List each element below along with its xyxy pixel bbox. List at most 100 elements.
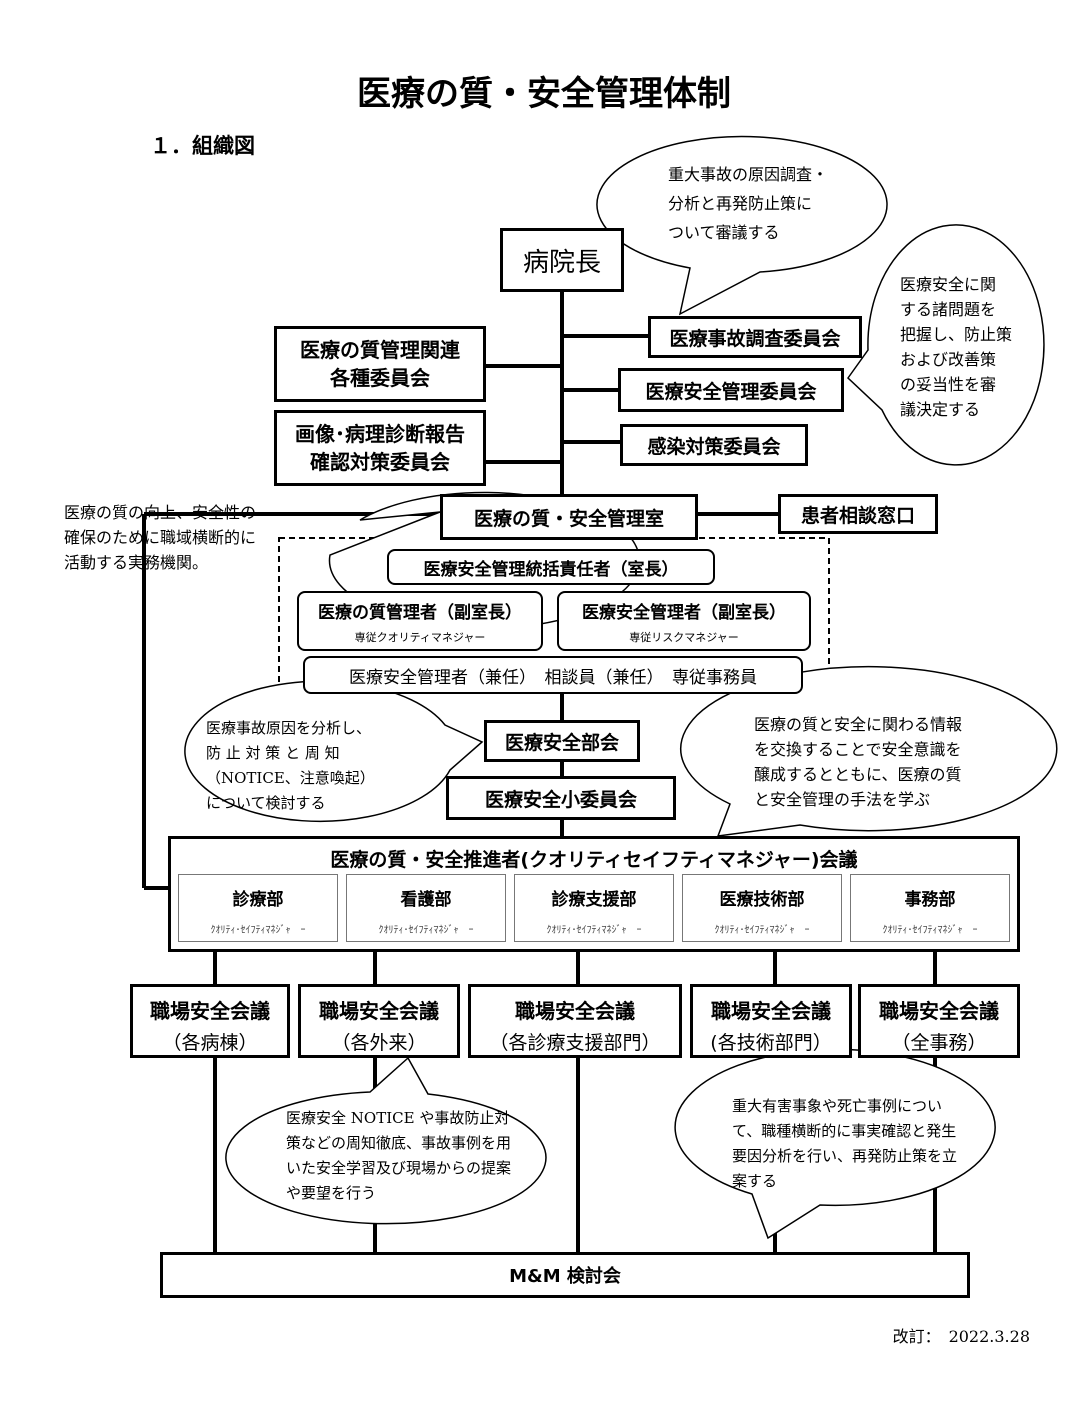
department-technology-sub: ｸｵﾘﾃｨ･ｾｲﾌﾃｨﾏﾈｼﾞｬ ｰ	[714, 925, 810, 936]
section-heading: １．組織図	[150, 134, 255, 158]
department-administration: 事務部 ｸｵﾘﾃｨ･ｾｲﾌﾃｨﾏﾈｼﾞｬ ｰ	[850, 874, 1010, 942]
imaging-committee-line1: 画像･病理診断報告	[295, 422, 465, 446]
workplace-meeting-outpatient: 職場安全会議 （各外来）	[298, 984, 460, 1058]
department-nursing: 看護部 ｸｵﾘﾃｨ･ｾｲﾌﾃｨﾏﾈｼﾞｬ ｰ	[346, 874, 506, 942]
bubble-line: 把握し、防止策	[900, 325, 1013, 344]
safety-manager-box: 医療安全管理者（副室長） 専従リスクマネジャー	[557, 591, 811, 651]
bubble-line: 医療の質と安全に関わる情報	[754, 715, 963, 734]
bubble-line: いた安全学習及び現場からの提案	[286, 1159, 512, 1177]
bubble-line: する諸問題を	[900, 300, 997, 319]
workplace-meeting-sub: （各病棟）	[162, 1032, 258, 1054]
safety-division-box: 医療安全部会	[484, 720, 640, 762]
quality-manager-box: 医療の質管理者（副室長） 専従クオリティマネジャー	[297, 591, 543, 651]
quality-committees-box: 医療の質管理関連 各種委員会	[274, 326, 486, 402]
department-technology-name: 医療技術部	[719, 890, 805, 910]
bubble-division-text: 医療事故原因を分析し、 防 止 対 策 と 周 知 （NOTICE、注意喚起） …	[206, 716, 406, 816]
department-nursing-sub: ｸｵﾘﾃｨ･ｾｲﾌﾃｨﾏﾈｼﾞｬ ｰ	[378, 925, 474, 936]
bubble-line: について検討する	[206, 794, 326, 812]
hospital-director-box: 病院長	[500, 228, 624, 292]
bubble-line: 確保のために職域横断的に	[64, 528, 257, 547]
bubble-line: 要因分析を行い、再発防止策を立	[732, 1147, 958, 1165]
other-staff-label: 医療安全管理者（兼任） 相談員（兼任） 専従事務員	[349, 667, 757, 688]
bubble-safety-committee-shape	[847, 224, 1045, 466]
patient-consultation-label: 患者相談窓口	[800, 504, 915, 527]
bubble-line: の妥当性を審	[900, 375, 997, 394]
safety-subcommittee-box: 医療安全小委員会	[446, 776, 676, 820]
department-technology: 医療技術部 ｸｵﾘﾃｨ･ｾｲﾌﾃｨﾏﾈｼﾞｬ ｰ	[682, 874, 842, 942]
infection-committee-label: 感染対策委員会	[647, 435, 781, 458]
bubble-line: 重大有害事象や死亡事例につい	[732, 1097, 943, 1115]
bubble-accident-shape	[596, 135, 888, 316]
quality-manager-sub: 専従クオリティマネジャー	[354, 630, 486, 644]
patient-consultation-box: 患者相談窓口	[778, 494, 938, 534]
department-administration-sub: ｸｵﾘﾃｨ･ｾｲﾌﾃｨﾏﾈｼﾞｬ ｰ	[882, 925, 978, 936]
imaging-committee-line2: 確認対策委員会	[310, 450, 450, 474]
bubble-line: 防 止 対 策 と 周 知	[206, 744, 340, 762]
bubble-line: 医療事故原因を分析し、	[206, 719, 372, 737]
quality-committees-line1: 医療の質管理関連	[300, 338, 460, 362]
safety-management-committee-label: 医療安全管理委員会	[645, 380, 817, 403]
bubble-line: 分析と再発防止策に	[668, 194, 813, 213]
safety-manager-label: 医療安全管理者（副室長）	[582, 602, 786, 623]
workplace-meeting-wards: 職場安全会議 （各病棟）	[130, 984, 290, 1058]
bubble-promoter-shape	[680, 665, 1058, 837]
department-administration-name: 事務部	[904, 890, 956, 910]
workplace-meeting-sub: （全事務）	[891, 1032, 987, 1054]
bubble-line: と安全管理の手法を学ぶ	[754, 790, 931, 809]
department-support: 診療支援部 ｸｵﾘﾃｨ･ｾｲﾌﾃｨﾏﾈｼﾞｬ ｰ	[514, 874, 674, 942]
workplace-meeting-technology: 職場安全会議 (各技術部門）	[690, 984, 852, 1058]
bubble-safety-committee-text: 医療安全に関 する諸問題を 把握し、防止策 および改善策 の妥当性を審 議決定す…	[900, 272, 1040, 422]
other-staff-box: 医療安全管理者（兼任） 相談員（兼任） 専従事務員	[303, 656, 803, 694]
workplace-meeting-title: 職場安全会議	[515, 999, 635, 1023]
quality-manager-label: 医療の質管理者（副室長）	[318, 602, 522, 623]
bubble-accident-text: 重大事故の原因調査・ 分析と再発防止策に ついて審議する	[668, 160, 868, 247]
bubble-office-text: 医療の質の向上、安全性の 確保のために職域横断的に 活動する実務機関。	[64, 500, 324, 575]
workplace-meeting-support: 職場安全会議 （各診療支援部門）	[468, 984, 682, 1058]
workplace-meeting-sub: （各診療支援部門）	[489, 1032, 661, 1054]
bubble-line: を交換することで安全意識を	[754, 740, 962, 759]
bubble-line: 医療安全に関	[900, 275, 997, 294]
accident-investigation-committee-box: 医療事故調査委員会	[648, 316, 862, 358]
bubble-line: 案する	[732, 1172, 778, 1190]
workplace-meeting-sub: (各技術部門）	[710, 1032, 832, 1054]
mm-conference-box: M&M 検討会	[160, 1252, 970, 1298]
workplace-meeting-title: 職場安全会議	[711, 999, 831, 1023]
safety-division-label: 医療安全部会	[504, 731, 619, 754]
workplace-meeting-sub: （各外来）	[331, 1032, 427, 1054]
workplace-meeting-administration: 職場安全会議 （全事務）	[858, 984, 1020, 1058]
infection-committee-box: 感染対策委員会	[620, 424, 808, 466]
bubble-line: 医療の質の向上、安全性の	[64, 503, 257, 522]
workplace-meeting-title: 職場安全会議	[150, 999, 270, 1023]
safety-management-committee-box: 医療安全管理委員会	[618, 368, 844, 412]
quality-committees-line2: 各種委員会	[330, 366, 430, 390]
chief-manager-label: 医療安全管理統括責任者（室長）	[423, 559, 679, 580]
bubble-line: ついて審議する	[668, 223, 780, 242]
bubble-line: 議決定する	[900, 400, 981, 419]
chief-manager-box: 医療安全管理統括責任者（室長）	[387, 549, 715, 585]
department-support-name: 診療支援部	[551, 890, 637, 910]
safety-subcommittee-label: 医療安全小委員会	[484, 788, 637, 811]
quality-safety-office-box: 医療の質・安全管理室	[440, 494, 698, 540]
hospital-director-label: 病院長	[522, 247, 601, 278]
bubble-workplace-text: 医療安全 NOTICE や事故防止対 策などの周知徹底、事故事例を用 いた安全学…	[286, 1106, 546, 1206]
department-medical-name: 診療部	[232, 890, 284, 910]
bubble-line: 医療安全 NOTICE や事故防止対	[286, 1109, 510, 1127]
bubble-promoter-text: 医療の質と安全に関わる情報 を交換することで安全意識を 醸成するとともに、医療の…	[754, 712, 1014, 812]
bubble-line: 活動する実務機関。	[64, 553, 209, 572]
mm-conference-label: M&M 検討会	[509, 1266, 621, 1287]
safety-manager-sub: 専従リスクマネジャー	[629, 630, 739, 644]
department-support-sub: ｸｵﾘﾃｨ･ｾｲﾌﾃｨﾏﾈｼﾞｬ ｰ	[546, 925, 642, 936]
department-medical-sub: ｸｵﾘﾃｨ･ｾｲﾌﾃｨﾏﾈｼﾞｬ ｰ	[210, 925, 306, 936]
workplace-meeting-title: 職場安全会議	[319, 999, 439, 1023]
bubble-line: および改善策	[900, 350, 997, 369]
quality-safety-office-label: 医療の質・安全管理室	[473, 507, 664, 530]
bubble-workplace-shape	[225, 1056, 547, 1225]
imaging-committee-box: 画像･病理診断報告 確認対策委員会	[274, 410, 486, 486]
accident-investigation-committee-label: 医療事故調査委員会	[669, 327, 841, 350]
bubble-mm-text: 重大有害事象や死亡事例につい て、職種横断的に事実確認と発生 要因分析を行い、再…	[732, 1094, 992, 1194]
promoter-meeting-title: 医療の質・安全推進者(クオリティセイフティマネジャー)会議	[330, 849, 858, 871]
department-nursing-name: 看護部	[400, 890, 452, 910]
bubble-line: 醸成するとともに、医療の質	[754, 765, 962, 784]
bubble-line: 重大事故の原因調査・	[668, 165, 829, 184]
bubble-line: や要望を行う	[286, 1184, 377, 1202]
